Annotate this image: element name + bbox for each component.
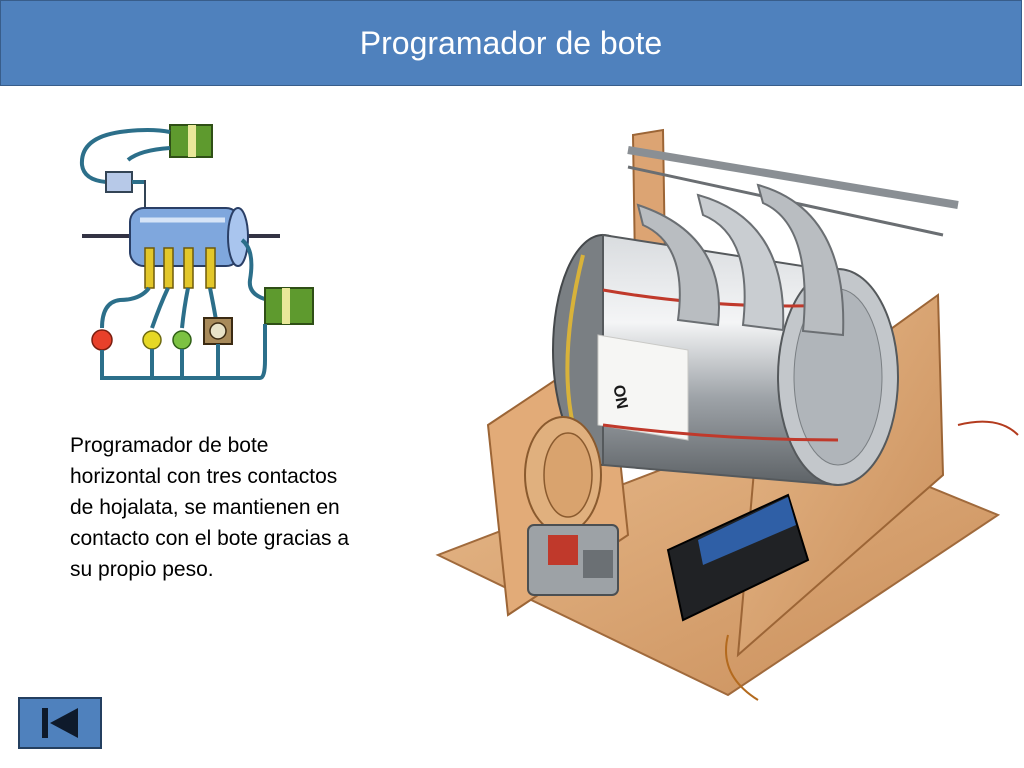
red-lamp-icon xyxy=(91,329,113,351)
yellow-lamp-icon xyxy=(142,330,162,350)
slide-title: Programador de bote xyxy=(359,24,663,61)
buzzer-icon xyxy=(203,317,233,345)
top-battery-icon xyxy=(169,124,213,158)
programmer-schematic-illustration xyxy=(79,124,314,380)
skip-back-icon xyxy=(42,708,78,738)
green-lamp-icon xyxy=(172,330,192,350)
can-label-text: ON xyxy=(609,384,630,411)
slide-caption: Programador de bote horizontal con tres … xyxy=(70,434,350,581)
can-programmer-photo: ON xyxy=(435,128,1019,701)
title-bar: Programador de bote xyxy=(0,0,1022,86)
right-battery-icon xyxy=(264,287,314,325)
back-button[interactable] xyxy=(18,697,102,749)
